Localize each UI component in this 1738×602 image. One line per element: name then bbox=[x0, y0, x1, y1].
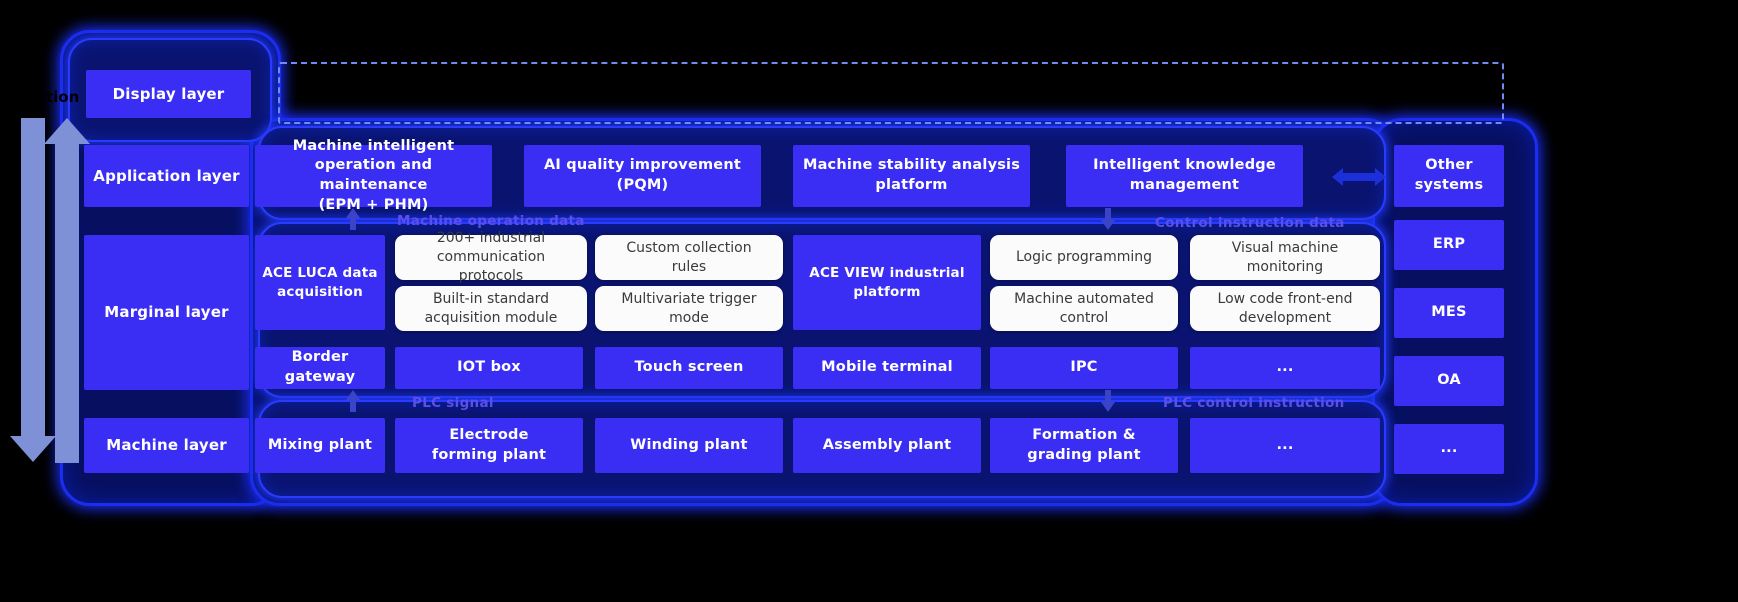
machine-operation-data-arrow-stem bbox=[350, 216, 356, 230]
system-box-erp[interactable]: ERP bbox=[1394, 220, 1504, 270]
display-layer-dashed-region bbox=[278, 62, 1504, 124]
marginal-card-automated-control[interactable]: Machine automated control bbox=[990, 286, 1178, 331]
marginal-card-multivariate-trigger[interactable]: Multivariate trigger mode bbox=[595, 286, 783, 331]
marginal-box-ace-luca[interactable]: ACE LUCA data acquisition bbox=[255, 235, 385, 330]
app-box-stability[interactable]: Machine stability analysis platform bbox=[793, 145, 1030, 207]
clipped-side-label: tion bbox=[46, 88, 80, 106]
machine-box-winding-plant[interactable]: Winding plant bbox=[595, 418, 783, 473]
annotation-machine-operation-data: Machine operation data bbox=[397, 213, 585, 229]
plc-control-instruction-arrow-stem bbox=[1105, 390, 1111, 404]
annotation-plc-control-instruction: PLC control instruction bbox=[1163, 395, 1345, 411]
app-box-other-systems[interactable]: Other systems bbox=[1394, 145, 1504, 207]
downward-flow-arrow bbox=[8, 118, 58, 463]
machine-box-assembly-plant[interactable]: Assembly plant bbox=[793, 418, 981, 473]
plc-control-instruction-arrow-head bbox=[1101, 402, 1115, 412]
system-box-more[interactable]: ... bbox=[1394, 424, 1504, 474]
annotation-plc-signal: PLC signal bbox=[412, 395, 494, 411]
machine-box-electrode-forming[interactable]: Electrode forming plant bbox=[395, 418, 583, 473]
machine-box-more[interactable]: ... bbox=[1190, 418, 1380, 473]
annotation-control-instruction-data: Control instruction data bbox=[1155, 215, 1345, 231]
machine-box-formation-grading[interactable]: Formation & grading plant bbox=[990, 418, 1178, 473]
layer-label-machine[interactable]: Machine layer bbox=[84, 418, 249, 473]
control-instruction-data-arrow-stem bbox=[1105, 208, 1111, 222]
device-box-more[interactable]: ... bbox=[1190, 347, 1380, 389]
bidirectional-link-arrow bbox=[1332, 168, 1386, 186]
device-box-ipc[interactable]: IPC bbox=[990, 347, 1178, 389]
device-box-border-gateway[interactable]: Border gateway bbox=[255, 347, 385, 389]
app-box-ai-quality[interactable]: AI quality improvement (PQM) bbox=[524, 145, 761, 207]
app-box-knowledge[interactable]: Intelligent knowledge management bbox=[1066, 145, 1303, 207]
plc-signal-arrow-stem bbox=[350, 398, 356, 412]
control-instruction-data-arrow-head bbox=[1101, 220, 1115, 230]
device-box-mobile-terminal[interactable]: Mobile terminal bbox=[793, 347, 981, 389]
upward-flow-arrow bbox=[40, 118, 94, 463]
system-box-oa[interactable]: OA bbox=[1394, 356, 1504, 406]
device-box-iot-box[interactable]: IOT box bbox=[395, 347, 583, 389]
machine-box-mixing-plant[interactable]: Mixing plant bbox=[255, 418, 385, 473]
marginal-card-protocols[interactable]: 200+ industrial communication protocols bbox=[395, 230, 587, 284]
marginal-box-ace-view[interactable]: ACE VIEW industrial platform bbox=[793, 235, 981, 330]
layer-label-display[interactable]: Display layer bbox=[86, 70, 251, 118]
marginal-card-visual-monitoring[interactable]: Visual machine monitoring bbox=[1190, 235, 1380, 280]
app-box-epm-phm[interactable]: Machine intelligent operation and mainte… bbox=[255, 138, 492, 213]
marginal-card-builtin-module[interactable]: Built-in standard acquisition module bbox=[395, 286, 587, 331]
system-box-mes[interactable]: MES bbox=[1394, 288, 1504, 338]
marginal-card-custom-rules[interactable]: Custom collection rules bbox=[595, 235, 783, 280]
machine-operation-data-arrow-head bbox=[346, 208, 360, 218]
layer-label-marginal[interactable]: Marginal layer bbox=[84, 235, 249, 390]
marginal-card-low-code[interactable]: Low code front-end development bbox=[1190, 286, 1380, 331]
marginal-card-logic-programming[interactable]: Logic programming bbox=[990, 235, 1178, 280]
plc-signal-arrow-head bbox=[346, 390, 360, 400]
device-box-touch-screen[interactable]: Touch screen bbox=[595, 347, 783, 389]
layer-label-application[interactable]: Application layer bbox=[84, 145, 249, 207]
